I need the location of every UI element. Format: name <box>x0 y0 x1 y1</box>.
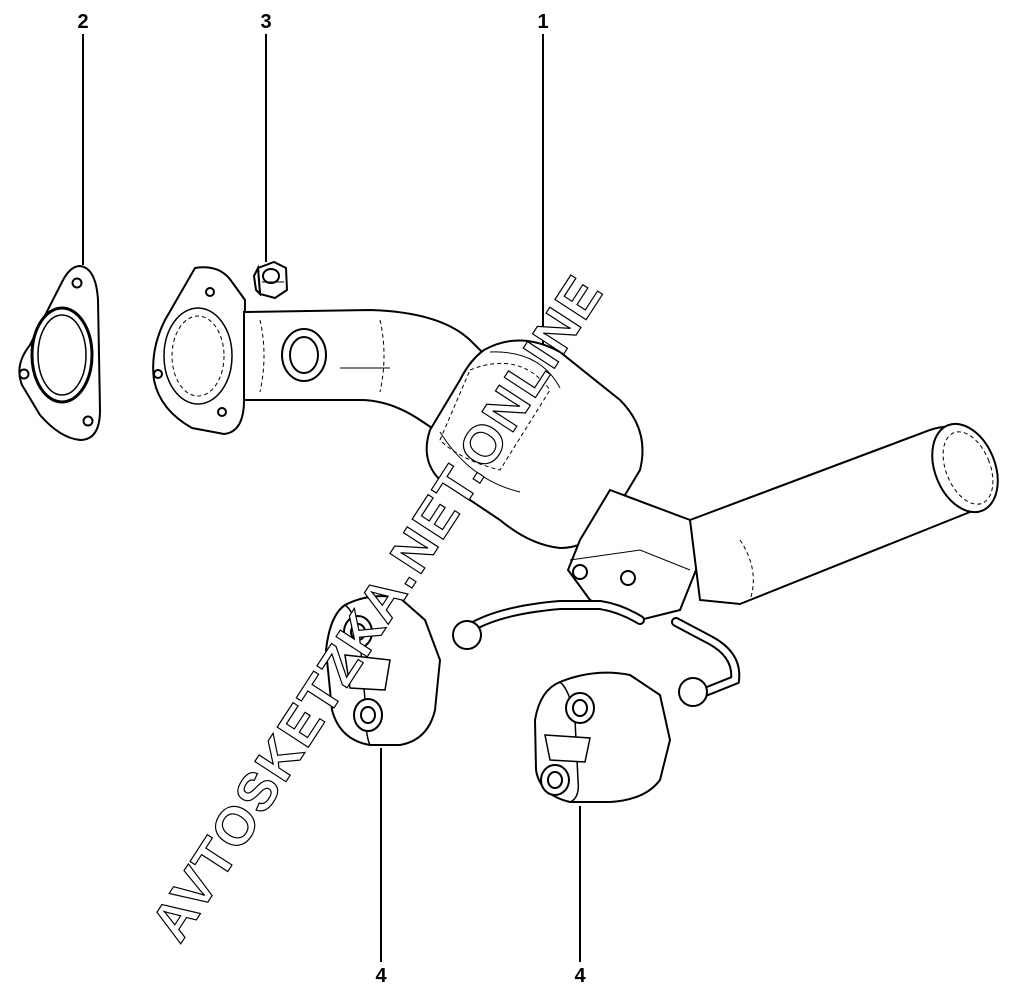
callout-4-right: 4 <box>574 965 586 987</box>
callout-2: 2 <box>77 11 89 33</box>
leader-lines <box>82 34 581 962</box>
callout-4-left: 4 <box>375 965 387 987</box>
gasket <box>18 264 102 442</box>
callout-1: 1 <box>537 11 549 33</box>
flange-nut <box>252 260 289 300</box>
rubber-mount-left <box>324 595 442 746</box>
front-pipe-catalytic-converter <box>152 266 999 707</box>
rubber-mount-right <box>533 671 672 803</box>
callout-3: 3 <box>260 11 272 33</box>
